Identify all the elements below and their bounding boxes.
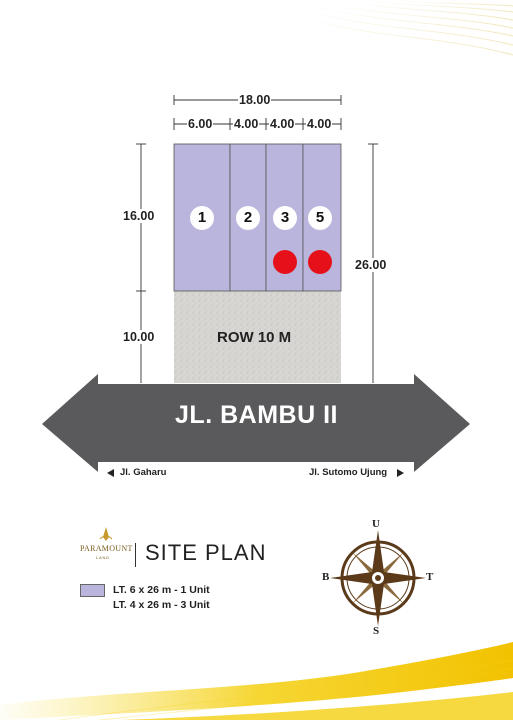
row-area xyxy=(174,291,341,383)
compass-needle-west xyxy=(330,572,378,584)
dim-left-lower: 10.00 xyxy=(122,330,156,344)
lot-number-3: 3 xyxy=(273,206,297,230)
title-divider xyxy=(135,543,136,567)
lot-number-1: 1 xyxy=(190,206,214,230)
compass-needle-north xyxy=(372,530,384,578)
dim-left-upper: 16.00 xyxy=(122,209,156,223)
dim-segment-3: 4.00 xyxy=(269,117,296,131)
compass-needle-south xyxy=(372,578,384,626)
compass-north-label: U xyxy=(372,518,380,530)
brand-emblem-icon xyxy=(99,527,113,541)
dim-segment-4: 4.00 xyxy=(306,117,333,131)
bottom-wave-lines xyxy=(59,659,513,720)
lot-number-5: 5 xyxy=(308,206,332,230)
compass-east-label: T xyxy=(426,571,434,583)
direction-arrows xyxy=(107,469,404,477)
direction-left-label: Jl. Gaharu xyxy=(120,467,167,478)
top-wave-lines xyxy=(269,0,513,56)
road-name: JL. BAMBU II xyxy=(175,401,338,429)
brand-name: PARAMOUNT xyxy=(80,544,133,553)
dim-segment-1: 6.00 xyxy=(187,117,214,131)
compass-rose xyxy=(330,530,426,626)
left-dimension-lines xyxy=(136,143,146,383)
legend-line-2: LT. 4 x 26 m - 3 Unit xyxy=(113,599,210,611)
legend-swatch xyxy=(80,584,105,597)
compass-west-label: B xyxy=(322,571,330,583)
compass-needle-east xyxy=(378,572,426,584)
dim-total-width: 18.00 xyxy=(238,93,272,107)
arrow-left-icon xyxy=(107,469,114,477)
sold-marker-lot-3 xyxy=(273,250,297,274)
dim-right-total: 26.00 xyxy=(354,258,388,272)
legend-line-1: LT. 6 x 26 m - 1 Unit xyxy=(113,584,210,596)
brand-sub: LAND xyxy=(96,555,110,560)
row-label: ROW 10 M xyxy=(217,329,292,346)
page-title: SITE PLAN xyxy=(145,540,267,565)
arrow-right-icon xyxy=(397,469,404,477)
direction-right-label: Jl. Sutomo Ujung xyxy=(309,467,388,478)
bottom-wave-gold-2 xyxy=(120,692,513,720)
compass-south-label: S xyxy=(373,625,380,637)
dim-segment-2: 4.00 xyxy=(233,117,260,131)
sold-marker-lot-5 xyxy=(308,250,332,274)
road-arrow xyxy=(42,374,470,472)
lot-number-2: 2 xyxy=(236,206,260,230)
